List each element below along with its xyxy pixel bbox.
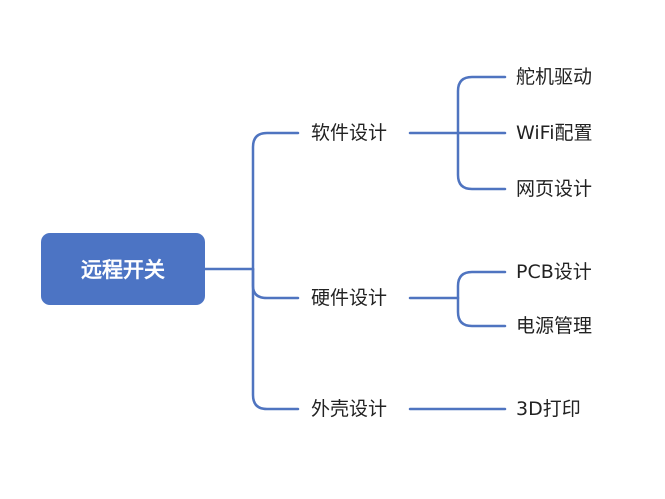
leaf-connector-webpage bbox=[456, 131, 507, 191]
branch-label-software: 软件设计 bbox=[311, 122, 387, 144]
leaf-label-webpage-design: 网页设计 bbox=[516, 178, 592, 200]
leaf-connector-pcb bbox=[408, 270, 507, 300]
leaf-connector-power bbox=[456, 296, 507, 328]
leaf-label-pcb-design: PCB设计 bbox=[516, 261, 592, 283]
leaf-label-servo-driver: 舵机驱动 bbox=[516, 66, 592, 88]
root-node-box bbox=[41, 233, 205, 305]
leaf-connector-servo bbox=[408, 75, 507, 135]
root-node: 远程开关 bbox=[41, 233, 205, 305]
branch-label-enclosure: 外壳设计 bbox=[311, 398, 387, 420]
branch-connector-software bbox=[251, 131, 300, 271]
root-node-label: 远程开关 bbox=[81, 258, 165, 282]
branch-connector-enclosure bbox=[251, 267, 300, 411]
leaf-label-3d-printing: 3D打印 bbox=[516, 398, 581, 420]
leaf-label-power-management: 电源管理 bbox=[516, 315, 592, 337]
branch-label-hardware: 硬件设计 bbox=[311, 287, 387, 309]
leaf-label-wifi-config: WiFi配置 bbox=[516, 122, 592, 144]
branch-connector-hardware bbox=[251, 267, 300, 300]
